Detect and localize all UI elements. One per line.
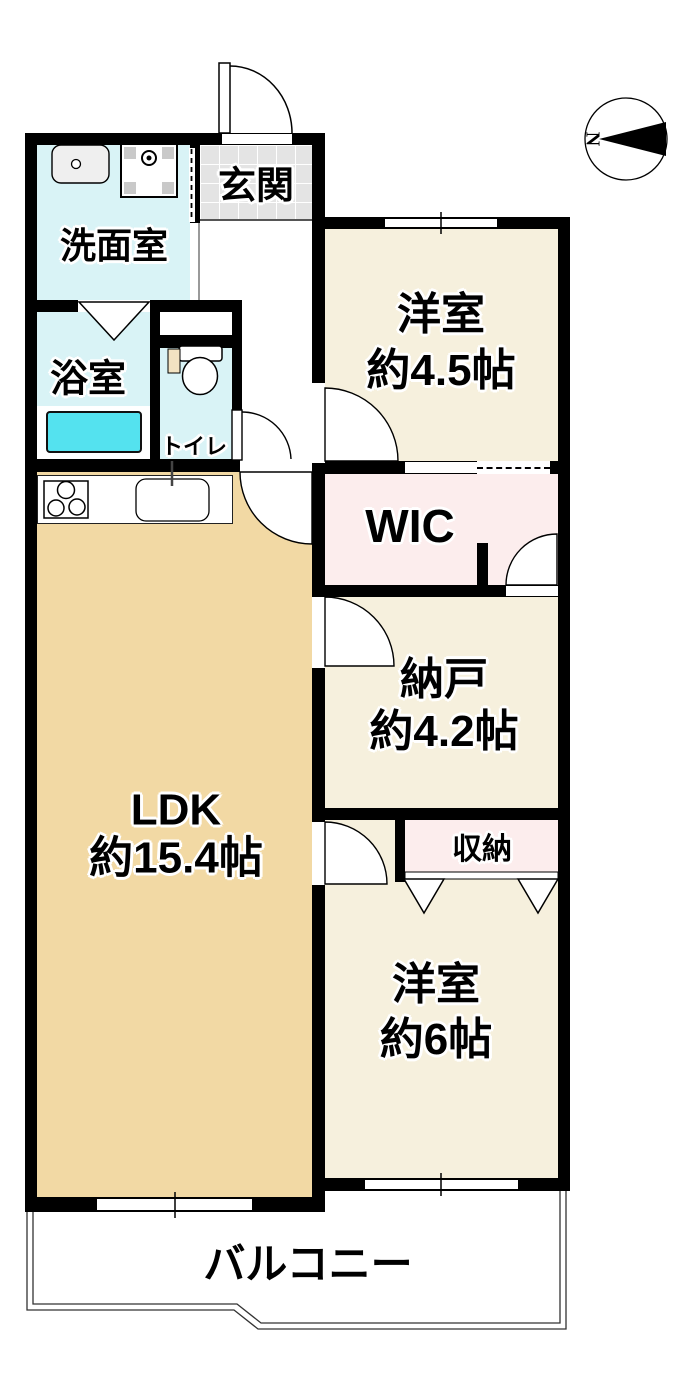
entrance-door-leaf — [218, 62, 231, 134]
wall — [160, 335, 232, 348]
room-label-ldk: LDK 約15.4帖 — [89, 785, 263, 884]
door-opening-western-6 — [312, 822, 325, 885]
western-6-door-arc — [324, 821, 388, 885]
dashed-line — [477, 467, 550, 469]
room-entrance — [200, 145, 312, 220]
wall — [150, 300, 160, 459]
dashed-opening-wic — [477, 461, 550, 474]
room-label-closet: 収納 — [452, 833, 512, 866]
compass-north-label: N — [581, 132, 603, 147]
closet-folding-door — [516, 878, 560, 915]
hallway-washroom-line — [198, 223, 200, 301]
ldk-door-arc — [239, 471, 313, 545]
wall — [558, 217, 570, 1190]
entrance-step-line — [200, 219, 312, 221]
sliding-partition-opening — [405, 461, 477, 474]
wall — [325, 808, 570, 820]
room-closet — [405, 820, 558, 872]
balcony-outline-outer — [26, 1191, 567, 1330]
room-name: 洋室 — [391, 960, 480, 1009]
room-name: 納戸 — [399, 655, 488, 705]
toilet-door-arc — [241, 411, 292, 460]
room-label-storage: 納戸 約4.2帖 — [369, 654, 518, 758]
washing-machine-foot — [124, 147, 136, 159]
bathtub — [46, 411, 142, 453]
western-45-door-arc — [324, 387, 399, 462]
room-ldk — [37, 459, 312, 1197]
wall — [25, 133, 37, 1212]
entrance-door-opening — [222, 133, 292, 145]
toilet-paper-holder — [167, 348, 181, 374]
toilet-bowl — [181, 356, 219, 396]
room-size: 約6帖 — [379, 1015, 493, 1064]
room-label-western-6: 洋室 約6帖 — [380, 957, 492, 1067]
toilet-shelf-box — [160, 312, 232, 335]
stove-burner — [56, 480, 76, 500]
room-size: 約4.2帖 — [369, 707, 519, 756]
wall — [395, 820, 405, 882]
washing-machine-foot — [162, 147, 174, 159]
stove-burner — [68, 498, 86, 516]
closet-folding-door — [402, 878, 446, 915]
toilet-door-leaf — [231, 409, 243, 461]
entrance-door-arc — [229, 65, 293, 134]
wic-door-arc — [505, 533, 558, 586]
balcony-outline-inner — [32, 1191, 561, 1324]
room-label-wic: WIC — [365, 500, 455, 552]
room-name: LDK — [130, 785, 222, 835]
door-opening-storage — [312, 597, 325, 668]
bath-folding-door — [77, 301, 151, 342]
compass-needle — [599, 122, 666, 156]
wall — [232, 300, 242, 410]
stove-burner — [47, 499, 65, 517]
washing-machine-dial-center — [146, 155, 152, 161]
closet-track — [404, 871, 559, 880]
room-label-toilet: トイレ — [160, 434, 228, 459]
room-label-entrance: 玄関 — [217, 165, 295, 208]
door-opening-western-45 — [312, 383, 325, 463]
room-size: 約4.5帖 — [366, 346, 516, 395]
washing-machine-foot — [162, 182, 174, 194]
storage-door-arc — [324, 596, 395, 667]
vanity-drain — [70, 158, 82, 170]
room-name: 洋室 — [396, 290, 485, 340]
room-label-bathroom: 浴室 — [49, 358, 127, 401]
wall — [190, 133, 200, 223]
room-label-washroom: 洗面室 — [59, 225, 169, 266]
room-label-balcony: バルコニー — [203, 1240, 413, 1288]
room-label-western-45: 洋室 約4.5帖 — [366, 287, 515, 399]
wall — [477, 543, 488, 597]
washing-machine-foot — [124, 182, 136, 194]
door-opening-ldk — [240, 459, 312, 472]
room-size: 約15.4帖 — [89, 834, 263, 883]
